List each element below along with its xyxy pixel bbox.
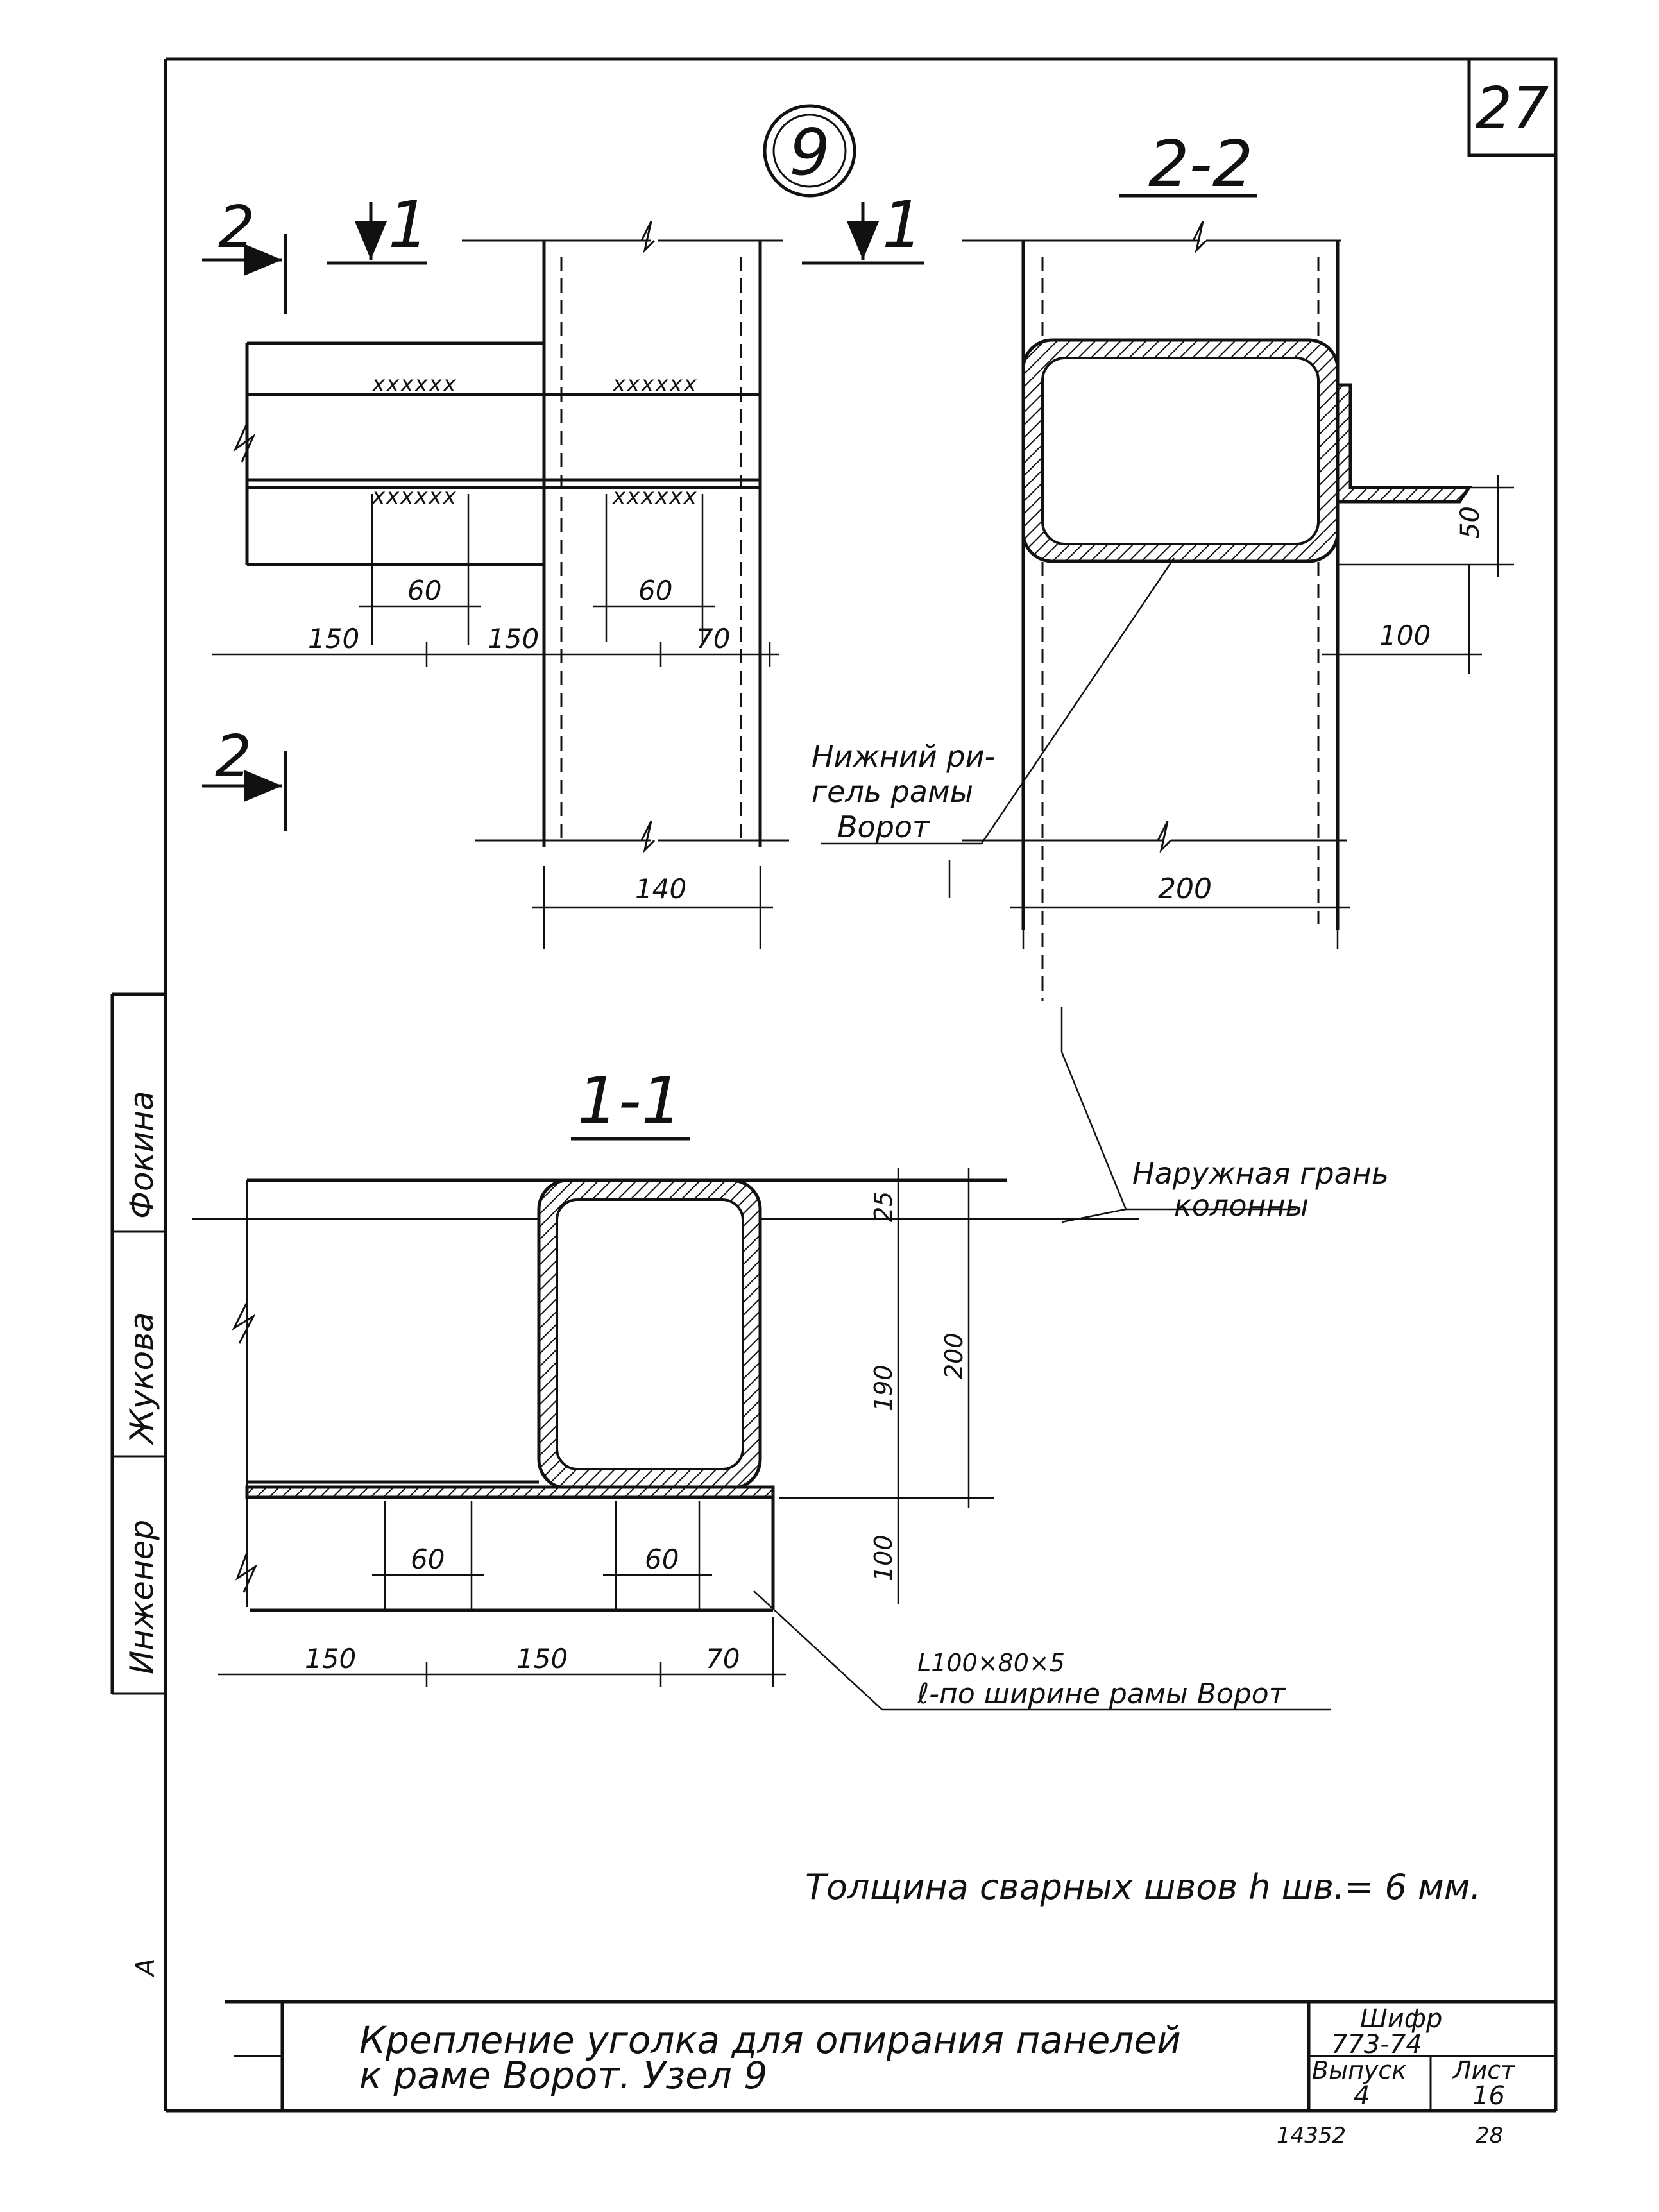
svg-text:xxxxxx: xxxxxx	[612, 484, 698, 509]
svg-text:2: 2	[218, 194, 255, 261]
cut-mark-2-bottom: 2	[202, 723, 287, 831]
dim-100-11: 100	[869, 1535, 898, 1581]
dim-60-11-b: 60	[645, 1544, 679, 1575]
code-label: Шифр	[1360, 2004, 1442, 2034]
dim-200-22: 200	[1158, 872, 1212, 905]
section-2-2: 2-2 50 100 200 Нижний ри- гель	[812, 126, 1514, 1223]
dim-150-plan-a: 150	[308, 623, 359, 654]
dim-200-11: 200	[940, 1332, 968, 1379]
weld-thickness-note: Толщина сварных швов h шв.= 6 мм.	[805, 1867, 1481, 1907]
column-face-label-2: колонны	[1174, 1188, 1309, 1223]
title-line-1: Крепление уголка для опирания панелей	[359, 2018, 1181, 2062]
title-block: Крепление уголка для опирания панелей к …	[225, 2000, 1556, 2148]
svg-text:1: 1	[388, 187, 429, 262]
crossbar-label-3: Ворот	[837, 810, 930, 844]
title-line-2: к раме Ворот. Узел 9	[359, 2054, 767, 2097]
column-face-label-1: Наружная грань	[1132, 1156, 1389, 1191]
dim-70-11: 70	[706, 1643, 740, 1674]
dim-150-11-a: 150	[305, 1643, 356, 1674]
cut-mark-1-left: 1	[327, 187, 429, 265]
dim-100-22: 100	[1379, 620, 1431, 651]
issue-value: 4	[1354, 2081, 1370, 2111]
angle-label-1: L100×80×5	[917, 1649, 1065, 1677]
svg-text:9: 9	[789, 115, 830, 190]
stamp-role-other: Фокина	[123, 1091, 160, 1219]
page-number-box: 27	[1467, 57, 1558, 157]
code-value: 773-74	[1331, 2030, 1422, 2059]
dim-50: 50	[1456, 506, 1485, 539]
dim-150-11-b: 150	[516, 1643, 568, 1674]
svg-text:xxxxxx: xxxxxx	[371, 484, 457, 509]
svg-text:xxxxxx: xxxxxx	[612, 371, 698, 397]
sheet-frame	[164, 57, 1558, 2113]
dim-25: 25	[869, 1191, 898, 1222]
dim-60-11-a: 60	[411, 1544, 445, 1575]
stamp-role-engineer: Инженер	[123, 1520, 160, 1674]
angle-label-2: ℓ-по ширине рамы Ворот	[917, 1678, 1286, 1710]
svg-text:1: 1	[882, 187, 923, 262]
page-number: 27	[1476, 75, 1549, 142]
stamp-letter: А	[131, 1959, 160, 1978]
section-2-2-title: 2-2	[1148, 126, 1253, 201]
dim-60-plan-b: 60	[638, 575, 672, 606]
plan-view: 2 1 1 2	[202, 187, 924, 949]
weld-marks: xxxxxx	[371, 371, 457, 397]
dim-70-plan: 70	[696, 623, 730, 654]
sheet-value: 16	[1472, 2081, 1505, 2111]
dim-190: 190	[869, 1365, 898, 1411]
side-stamp: Фокина Жукова Инженер А	[110, 992, 166, 1978]
issue-label: Выпуск	[1312, 2056, 1406, 2084]
node-label: 9	[763, 104, 856, 198]
stamp-signature: Жукова	[123, 1313, 160, 1445]
footer-left: 14352	[1277, 2123, 1346, 2148]
crossbar-label-1: Нижний ри-	[812, 739, 995, 774]
cut-mark-2-top: 2	[202, 194, 287, 314]
section-1-1: 1-1 25 190 200 100 60 60	[192, 1063, 1331, 1711]
section-1-1-title: 1-1	[577, 1063, 682, 1138]
svg-text:2: 2	[215, 723, 251, 790]
dim-60-plan-a: 60	[407, 575, 441, 606]
crossbar-label-2: гель рамы	[812, 774, 973, 809]
cut-mark-1-right: 1	[802, 187, 924, 265]
sheet-label: Лист	[1452, 2056, 1516, 2084]
footer-right: 28	[1476, 2123, 1503, 2148]
dim-140: 140	[635, 873, 686, 905]
dim-150-plan-b: 150	[488, 623, 539, 654]
